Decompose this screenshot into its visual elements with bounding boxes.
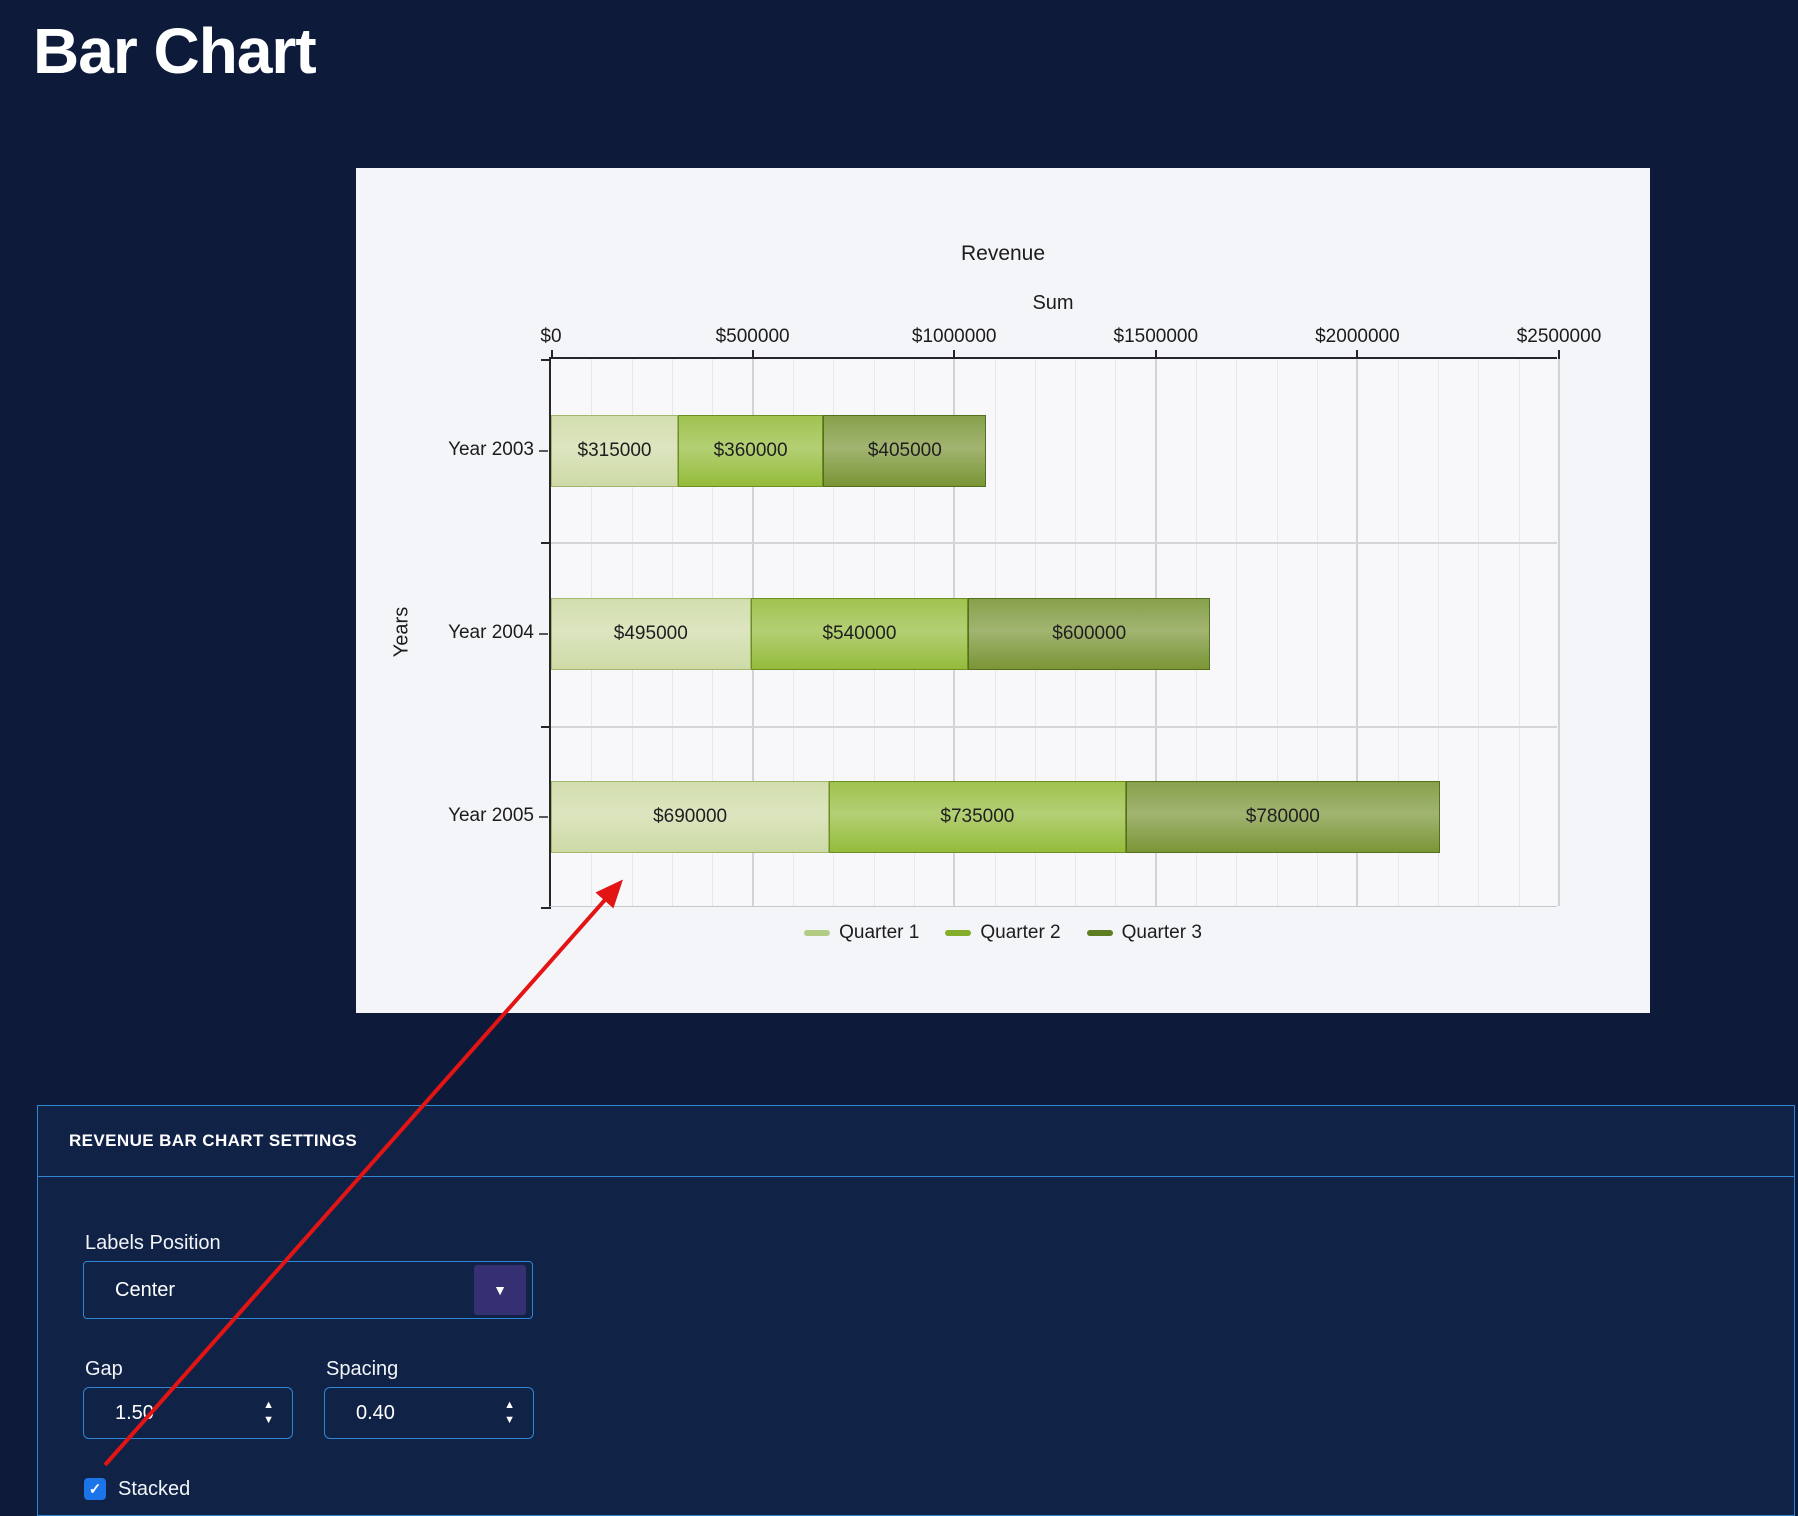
axis-tick [541, 542, 551, 545]
legend-swatch-icon [945, 930, 972, 936]
labels-position-value: Center [115, 1278, 176, 1301]
bar-value-label: $735000 [940, 806, 1015, 828]
axis-tick [541, 907, 551, 909]
bar-segment[interactable]: $600000 [968, 598, 1211, 670]
category-tick [539, 633, 548, 635]
legend-swatch-icon [1086, 930, 1113, 936]
axis-tick [541, 359, 551, 361]
legend-label: Quarter 1 [839, 922, 920, 943]
revenue-chart: Revenue Sum Years $0$500000$1000000$1500… [356, 168, 1650, 1013]
axis-tick [953, 350, 956, 359]
x-axis-title: Sum [1032, 292, 1074, 314]
bar-value-label: $540000 [822, 623, 897, 644]
spacing-label: Spacing [326, 1358, 399, 1380]
x-tick-label: $1500000 [1113, 326, 1199, 347]
legend-item[interactable]: Quarter 1 [804, 922, 919, 944]
minor-gridline [1236, 359, 1238, 906]
gap-stepper: ▲ ▼ [263, 1388, 274, 1438]
minor-gridline [1478, 359, 1480, 906]
bar-segment-sheen [679, 415, 823, 486]
bar-segment-sheen [552, 782, 829, 853]
bar-value-label: $780000 [1245, 806, 1320, 828]
axis-tick [541, 725, 551, 728]
settings-panel: REVENUE BAR CHART SETTINGS Labels Positi… [37, 1105, 1795, 1516]
axis-tick [751, 350, 754, 359]
category-tick [539, 816, 548, 819]
bar-segment[interactable]: $315000 [551, 414, 678, 487]
category-tick [539, 449, 548, 452]
step-up-icon[interactable]: ▲ [504, 1399, 515, 1411]
axis-tick [1356, 350, 1359, 359]
bar-value-label: $360000 [713, 439, 788, 461]
minor-gridline [1276, 359, 1278, 906]
chart-legend: Quarter 1 Quarter 2 Quarter 3 [356, 920, 1650, 946]
legend-label: Quarter 2 [980, 922, 1061, 943]
legend-item[interactable]: Quarter 2 [945, 922, 1061, 944]
legend-label: Quarter 3 [1121, 922, 1202, 943]
chart-title: Revenue [960, 242, 1046, 265]
stacked-label: Stacked [118, 1478, 191, 1500]
y-category-label: Year 2005 [448, 805, 534, 827]
minor-gridline [1397, 359, 1399, 906]
major-gridline [1558, 359, 1560, 906]
bar-segment[interactable]: $690000 [551, 781, 830, 854]
gap-value: 1.50 [115, 1401, 154, 1424]
row-gridline [551, 542, 1557, 545]
axis-tick [1154, 350, 1157, 359]
minor-gridline [1518, 359, 1520, 906]
settings-header: REVENUE BAR CHART SETTINGS [38, 1106, 1794, 1177]
bar-segment[interactable]: $735000 [829, 781, 1126, 854]
y-category-label: Year 2004 [448, 622, 534, 643]
bar-value-label: $405000 [867, 439, 942, 461]
spacing-input[interactable]: 0.40 ▲ ▼ [324, 1387, 534, 1439]
bar-value-label: $315000 [577, 439, 652, 461]
checkmark-icon: ✓ [88, 1481, 102, 1498]
bar-segment-sheen [1126, 782, 1440, 853]
bar-segment[interactable]: $780000 [1125, 781, 1441, 854]
plot-area: $0 $500000 $1000000 $1500000 $2000000 $250000… [448, 326, 1601, 909]
x-tick-label: $2500000 [1516, 326, 1602, 347]
spacing-value: 0.40 [356, 1401, 395, 1424]
x-tick-label: $2000000 [1315, 326, 1400, 347]
bar-segment-sheen [830, 782, 1125, 853]
step-up-icon[interactable]: ▲ [263, 1399, 274, 1411]
axis-tick [551, 350, 553, 359]
bar-segment[interactable]: $360000 [678, 414, 824, 487]
gap-label: Gap [85, 1358, 123, 1380]
bar-value-label: $495000 [613, 623, 688, 644]
labels-position-select[interactable]: Center ▼ [83, 1261, 533, 1319]
y-category-label: Year 2003 [448, 438, 534, 460]
labels-position-label: Labels Position [85, 1232, 221, 1254]
x-tick-label: $1000000 [911, 326, 997, 347]
bar-segment-sheen [824, 415, 986, 486]
page-title: Bar Chart [33, 15, 317, 87]
minor-gridline [1438, 359, 1440, 906]
minor-gridline [1317, 359, 1319, 906]
major-gridline [1356, 359, 1359, 906]
bar-segment[interactable]: $495000 [551, 598, 751, 670]
axis-tick [1558, 350, 1560, 359]
bar-segment-sheen [552, 415, 677, 486]
x-tick-label: $500000 [715, 326, 790, 347]
legend-item[interactable]: Quarter 3 [1086, 922, 1202, 944]
bar-segment-sheen [751, 599, 968, 669]
x-tick-label: $0 [540, 326, 562, 347]
legend-swatch-icon [804, 930, 831, 936]
bar-value-label: $600000 [1052, 623, 1127, 644]
chevron-down-icon[interactable]: ▼ [474, 1265, 526, 1315]
bar-segment-sheen [552, 599, 750, 669]
bar-segment[interactable]: $540000 [750, 598, 969, 670]
step-down-icon[interactable]: ▼ [263, 1414, 274, 1426]
bar-value-label: $690000 [653, 806, 728, 828]
bar-segment[interactable]: $405000 [823, 414, 987, 487]
stacked-checkbox[interactable]: ✓ [84, 1478, 106, 1500]
row-gridline [551, 725, 1557, 728]
step-down-icon[interactable]: ▼ [504, 1414, 515, 1426]
bar-segment-sheen [969, 599, 1210, 669]
spacing-stepper: ▲ ▼ [504, 1388, 515, 1438]
gap-input[interactable]: 1.50 ▲ ▼ [83, 1387, 293, 1439]
